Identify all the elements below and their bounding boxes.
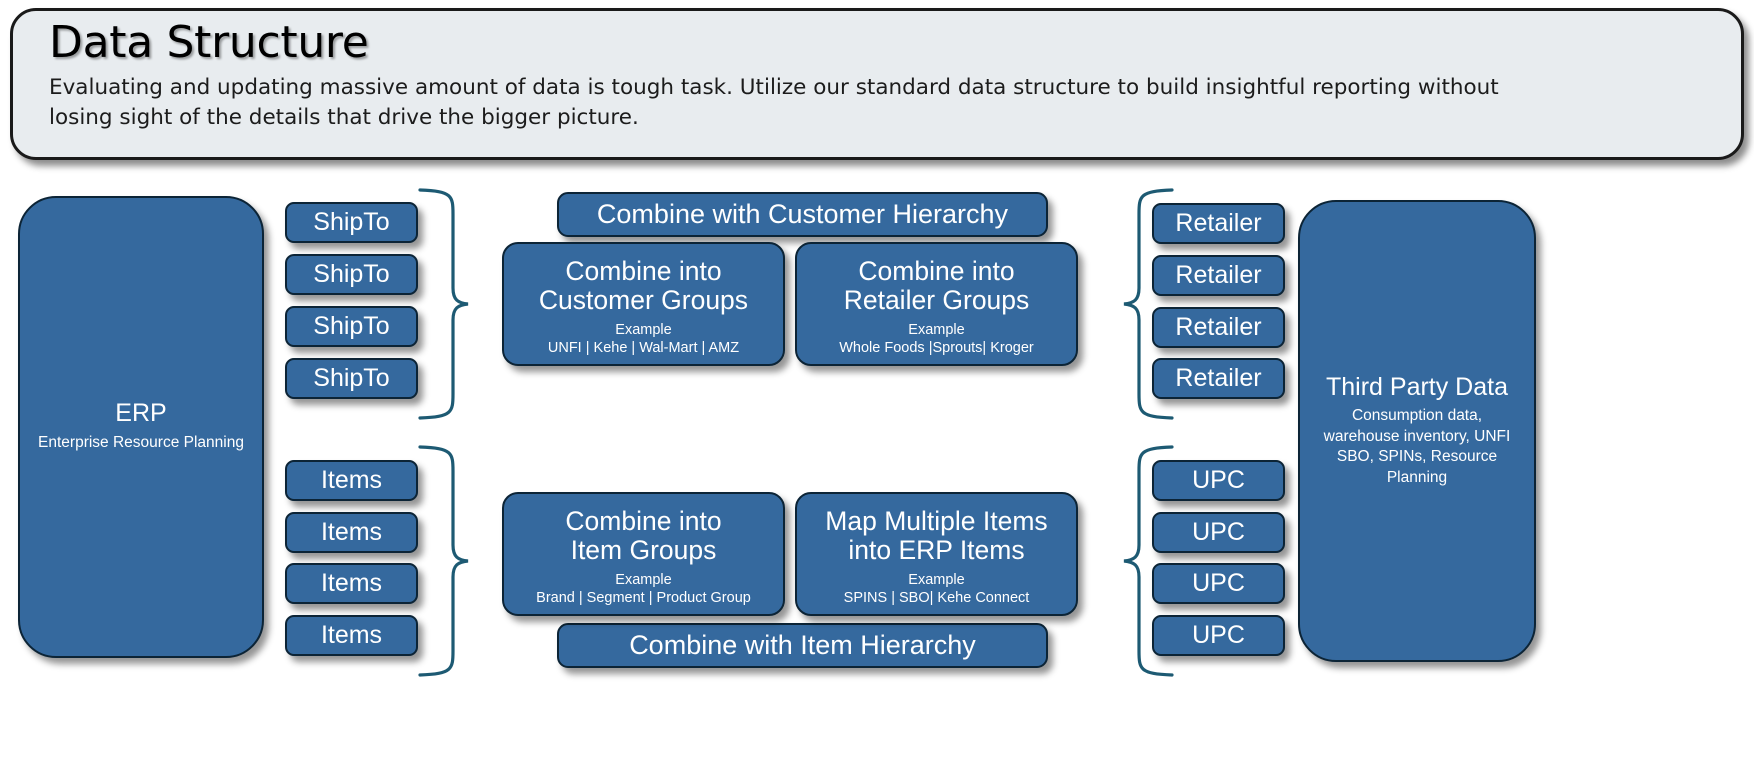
chip-label: ShipTo: [313, 208, 390, 236]
chip-shipto-1[interactable]: ShipTo: [285, 202, 418, 243]
chip-items-1[interactable]: Items: [285, 460, 418, 501]
chip-retailer-1[interactable]: Retailer: [1152, 203, 1285, 244]
chip-label: UPC: [1192, 466, 1245, 494]
header-banner: Data Structure Evaluating and updating m…: [10, 8, 1744, 160]
chip-label: Items: [320, 518, 383, 546]
chip-shipto-3[interactable]: ShipTo: [285, 306, 418, 347]
chip-label: UPC: [1192, 569, 1245, 597]
chip-label: ShipTo: [313, 364, 390, 392]
chip-upc-1[interactable]: UPC: [1152, 460, 1285, 501]
card-title-line1: Map Multiple Items: [825, 505, 1048, 536]
chip-retailer-2[interactable]: Retailer: [1152, 255, 1285, 296]
chip-label: Items: [320, 621, 383, 649]
card-map-multiple-items[interactable]: Map Multiple Items into ERP Items Exampl…: [795, 492, 1078, 616]
bar-label: Combine with Item Hierarchy: [629, 630, 976, 660]
card-title-line2: Customer Groups: [538, 285, 749, 316]
card-title-line1: Combine into: [858, 255, 1015, 286]
combine-with-item-hierarchy-bar[interactable]: Combine with Item Hierarchy: [557, 623, 1048, 668]
card-example-value: Whole Foods |Sprouts| Kroger: [839, 340, 1034, 357]
chip-items-4[interactable]: Items: [285, 615, 418, 656]
third-party-data-block[interactable]: Third Party Data Consumption data, wareh…: [1298, 200, 1536, 662]
card-title-line2: Item Groups: [570, 535, 717, 566]
chip-shipto-4[interactable]: ShipTo: [285, 358, 418, 399]
chip-label: Items: [320, 569, 383, 597]
card-title-line2: Retailer Groups: [843, 285, 1030, 316]
card-example-label: Example: [908, 322, 965, 339]
chip-upc-4[interactable]: UPC: [1152, 615, 1285, 656]
chip-label: Retailer: [1175, 209, 1262, 237]
card-example-value: SPINS | SBO| Kehe Connect: [843, 590, 1030, 607]
chip-items-3[interactable]: Items: [285, 563, 418, 604]
erp-source-block[interactable]: ERP Enterprise Resource Planning: [18, 196, 264, 658]
bar-label: Combine with Customer Hierarchy: [596, 199, 1009, 229]
chip-label: UPC: [1192, 518, 1245, 546]
erp-title: ERP: [115, 399, 167, 428]
third-party-description: Consumption data, warehouse inventory, U…: [1323, 407, 1511, 486]
card-example-label: Example: [908, 572, 965, 589]
card-example-label: Example: [615, 322, 672, 339]
card-customer-groups[interactable]: Combine into Customer Groups Example UNF…: [502, 242, 785, 366]
combine-with-customer-hierarchy-bar[interactable]: Combine with Customer Hierarchy: [557, 192, 1048, 237]
chip-retailer-3[interactable]: Retailer: [1152, 307, 1285, 348]
chip-label: Items: [320, 466, 383, 494]
card-example-label: Example: [615, 572, 672, 589]
card-title-line1: Combine into: [565, 255, 722, 286]
brace-shipto: [418, 188, 469, 420]
brace-items: [418, 445, 469, 677]
chip-label: Retailer: [1175, 364, 1262, 392]
chip-items-2[interactable]: Items: [285, 512, 418, 553]
chip-shipto-2[interactable]: ShipTo: [285, 254, 418, 295]
chip-label: ShipTo: [313, 312, 390, 340]
chip-label: UPC: [1192, 621, 1245, 649]
page-title: Data Structure: [49, 17, 369, 68]
erp-description: Enterprise Resource Planning: [38, 433, 244, 451]
chip-label: Retailer: [1175, 261, 1262, 289]
card-item-groups[interactable]: Combine into Item Groups Example Brand |…: [502, 492, 785, 616]
page-subtitle: Evaluating and updating massive amount o…: [49, 74, 1499, 131]
chip-upc-2[interactable]: UPC: [1152, 512, 1285, 553]
third-party-title: Third Party Data: [1325, 372, 1508, 401]
card-retailer-groups[interactable]: Combine into Retailer Groups Example Who…: [795, 242, 1078, 366]
chip-label: Retailer: [1175, 313, 1262, 341]
chip-label: ShipTo: [313, 260, 390, 288]
card-title-line2: into ERP Items: [848, 535, 1025, 566]
card-example-value: UNFI | Kehe | Wal-Mart | AMZ: [547, 340, 740, 357]
card-example-value: Brand | Segment | Product Group: [536, 590, 751, 607]
card-title-line1: Combine into: [565, 505, 722, 536]
chip-retailer-4[interactable]: Retailer: [1152, 358, 1285, 399]
chip-upc-3[interactable]: UPC: [1152, 563, 1285, 604]
